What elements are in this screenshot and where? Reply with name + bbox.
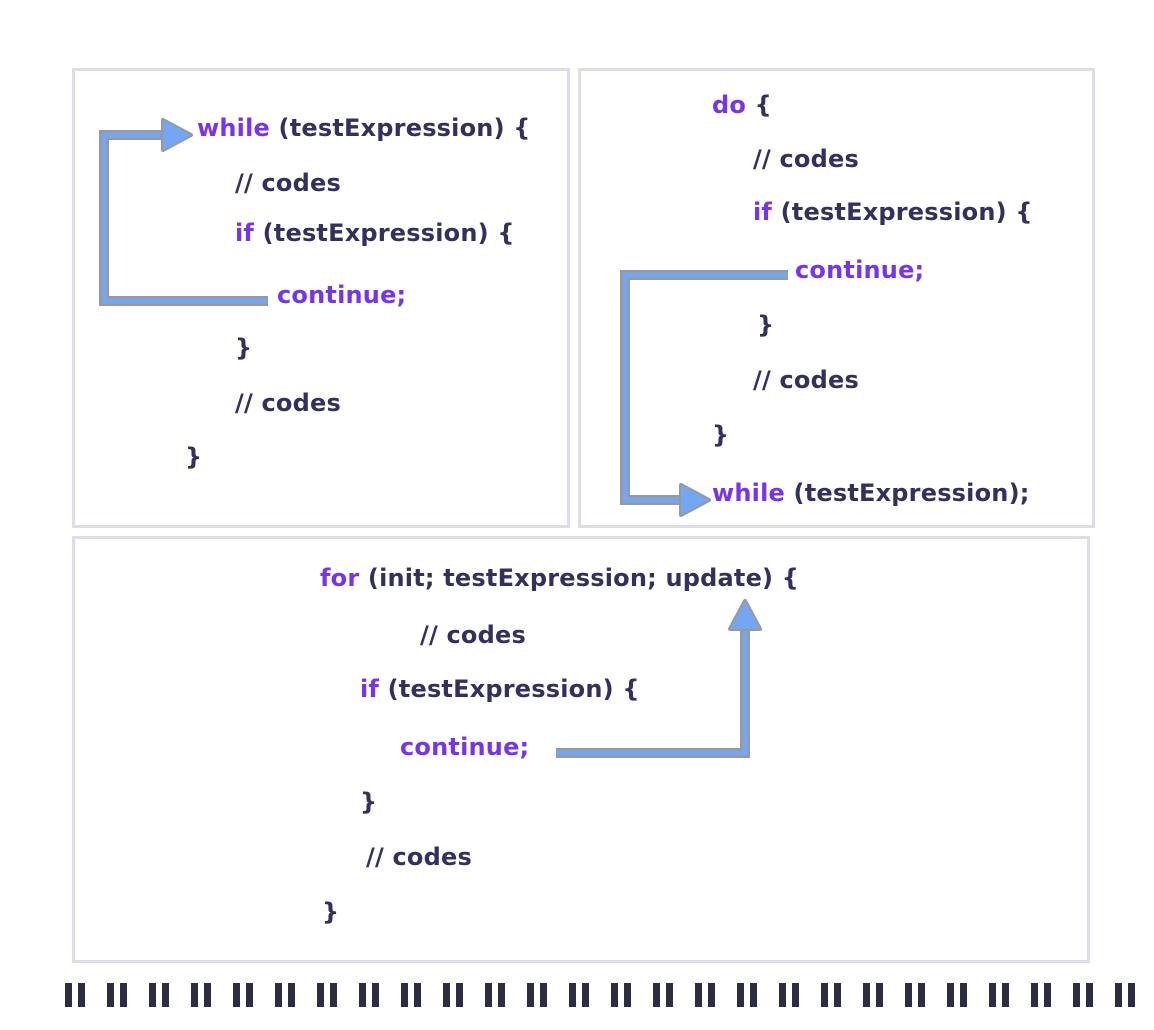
code-line: } [712,421,729,450]
cutoff-text-strip [65,983,1137,1007]
keyword-token: while [712,479,785,507]
code-token: // codes [753,145,859,173]
keyword-token: for [320,564,360,592]
keyword-token: continue; [400,733,530,761]
code-line: } [757,311,774,340]
code-token: } [757,311,775,339]
code-token: // codes [235,389,341,417]
keyword-token: do [712,91,747,119]
keyword-token: continue; [795,256,925,284]
code-line: } [235,334,252,363]
code-token: (testExpression) { [270,114,531,142]
do-while-loop-panel: do { // codes if (testExpression) { cont… [578,68,1095,528]
code-token: } [235,334,253,362]
code-line: continue; [277,281,406,310]
code-token: (testExpression); [785,479,1030,507]
code-line: // codes [753,145,859,174]
code-token: // codes [753,366,859,394]
code-line: if (testExpression) { [360,675,640,704]
code-line: } [322,898,339,927]
code-token: (init; testExpression; update) { [359,564,800,592]
code-line: // codes [420,621,526,650]
code-line: do { [712,91,772,120]
code-token: } [185,443,203,471]
keyword-token: if [360,675,380,703]
code-token: (testExpression) { [379,675,640,703]
code-line: // codes [235,389,341,418]
keyword-token: while [197,114,270,142]
code-line: } [185,443,202,472]
keyword-token: if [753,198,773,226]
code-token: } [360,788,378,816]
code-token: (testExpression) { [772,198,1033,226]
code-line: } [360,788,377,817]
code-line: // codes [366,843,472,872]
code-line: if (testExpression) { [753,198,1033,227]
keyword-token: continue; [277,281,407,309]
code-line: // codes [235,169,341,198]
continue-to-do-while-arrow-icon [620,270,788,517]
code-token: (testExpression) { [254,219,515,247]
code-token: } [712,421,730,449]
code-line: // codes [753,366,859,395]
code-token: // codes [366,843,472,871]
code-line: while (testExpression) { [197,114,531,143]
code-token: { [746,91,772,119]
keyword-token: if [235,219,255,247]
for-loop-panel: for (init; testExpression; update) { // … [72,536,1090,963]
code-line: for (init; testExpression; update) { [320,564,799,593]
continue-to-update-arrow-icon [556,599,762,758]
code-token: // codes [420,621,526,649]
code-line: while (testExpression); [712,479,1030,508]
code-token: // codes [235,169,341,197]
code-line: continue; [795,256,924,285]
code-line: continue; [400,733,529,762]
while-loop-panel: while (testExpression) { // codes if (te… [72,68,570,528]
code-line: if (testExpression) { [235,219,515,248]
code-token: } [322,898,340,926]
